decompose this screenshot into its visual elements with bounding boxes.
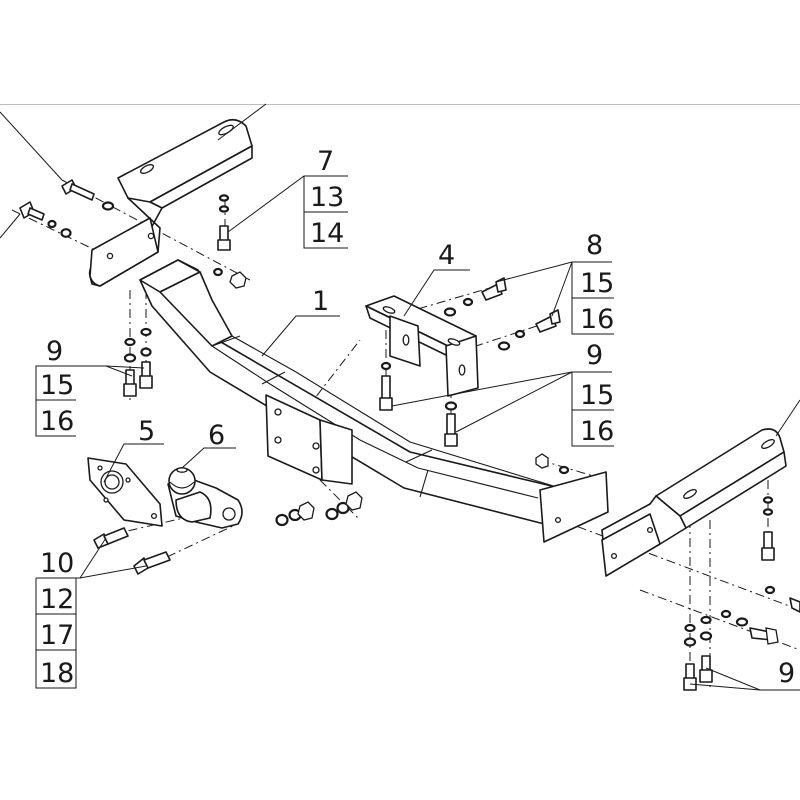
callout-15-center: 15 (580, 380, 614, 411)
callout-4-label: 4 (438, 240, 455, 271)
callout-10: 10 (40, 548, 74, 579)
callout-17: 17 (40, 620, 74, 651)
callout-5-label: 5 (138, 416, 155, 447)
callout-14: 14 (310, 218, 344, 249)
callout-9-15-16-left: 9 15 16 (35, 336, 76, 437)
tow-ball (167, 467, 243, 529)
fasteners (19, 179, 800, 691)
right-vehicle-bracket (601, 428, 787, 577)
callout-18: 18 (40, 658, 74, 689)
callout-16-center: 16 (580, 416, 614, 447)
callout-9-right-partial: 9 (778, 658, 795, 689)
callout-1: 1 (312, 286, 329, 317)
callout-9-right: 9 (778, 658, 795, 689)
callout-16-left: 16 (40, 406, 74, 437)
callout-15-left: 15 (40, 370, 74, 401)
callout-10-12-17-18: 10 12 17 18 (35, 548, 77, 689)
callout-16-upper: 16 (580, 304, 614, 335)
left-vehicle-bracket (88, 118, 253, 287)
socket-plate (87, 457, 163, 527)
callout-7: 7 (317, 146, 334, 177)
callout-4: 4 (438, 240, 455, 271)
callout-9-15-16-center: 9 15 16 (571, 340, 614, 447)
leader-lines (0, 103, 800, 691)
callout-6: 6 (208, 420, 225, 451)
callout-1-label: 1 (312, 286, 329, 317)
callout-6-label: 6 (208, 420, 225, 451)
callout-7-13-14: 7 13 14 (303, 146, 348, 249)
callout-8-15-16: 8 15 16 (571, 230, 614, 335)
frame-border-line (0, 104, 800, 105)
callout-13: 13 (310, 182, 344, 213)
callout-12: 12 (40, 584, 74, 615)
callout-9-center: 9 (586, 340, 603, 371)
callout-8: 8 (586, 230, 603, 261)
center-bracket (365, 295, 479, 397)
callout-9-left: 9 (46, 336, 63, 367)
callout-5: 5 (138, 416, 155, 447)
callout-15-upper: 15 (580, 268, 614, 299)
